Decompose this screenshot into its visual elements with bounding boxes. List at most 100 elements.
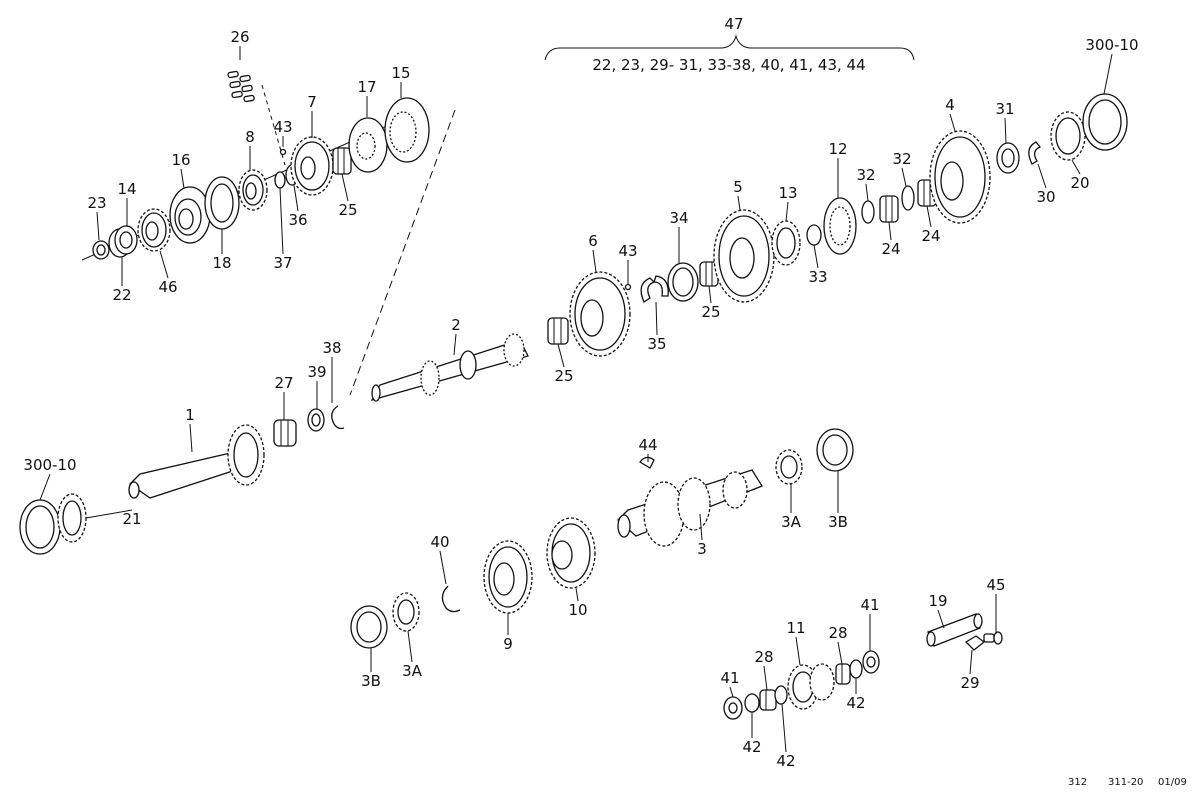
callout-c28b: 28 xyxy=(828,624,847,642)
callout-leader-c3A2 xyxy=(407,630,413,663)
washer-31 xyxy=(996,142,1020,174)
callout-c35: 35 xyxy=(647,335,666,353)
callout-leader-c1 xyxy=(189,423,193,453)
ball-43-main xyxy=(624,283,632,291)
callout-c31: 31 xyxy=(995,100,1014,118)
callout-c38: 38 xyxy=(322,339,341,357)
needle-pins-26 xyxy=(227,70,255,103)
callout-c43b: 43 xyxy=(618,242,637,260)
callout-c22: 22 xyxy=(112,286,131,304)
callout-c3: 3 xyxy=(697,540,707,558)
callout-c27: 27 xyxy=(274,374,293,392)
callout-c10: 10 xyxy=(568,601,587,619)
needle-bearing-28-right xyxy=(835,663,851,685)
callout-c2: 2 xyxy=(451,316,461,334)
callout-leader-c33 xyxy=(813,244,819,269)
callout-leader-c3 xyxy=(699,513,703,541)
plate-29 xyxy=(964,635,986,651)
gear-8 xyxy=(238,169,268,211)
washer-42-left xyxy=(744,693,760,713)
callout-c16: 16 xyxy=(171,151,190,169)
callout-c44: 44 xyxy=(638,436,657,454)
callout-leader-c25c xyxy=(557,343,565,368)
callout-leader-c32a xyxy=(865,183,869,202)
callout-leader-c30010b xyxy=(39,473,51,501)
callout-c32b: 32 xyxy=(892,150,911,168)
assembly-number: 47 xyxy=(724,15,743,33)
input-shaft-assembly xyxy=(19,405,345,555)
gear-11 xyxy=(787,663,835,710)
callout-c25b: 25 xyxy=(701,303,720,321)
bearing-cup-3B-lower xyxy=(350,605,388,649)
bearing-14-22 xyxy=(108,225,138,258)
reference-block: 312 311-20 01/09 xyxy=(1068,777,1187,788)
needle-bearing-25 xyxy=(332,147,352,175)
bearing-20 xyxy=(1050,93,1128,161)
gear-6 xyxy=(569,271,631,357)
callout-c39: 39 xyxy=(307,363,326,381)
callout-leader-c32b xyxy=(901,167,907,187)
callout-leader-c40 xyxy=(439,550,447,585)
callout-c32a: 32 xyxy=(856,166,875,184)
callout-c28a: 28 xyxy=(754,648,773,666)
reverse-idler-assembly xyxy=(723,613,1003,720)
callout-leader-c6 xyxy=(592,249,597,273)
gear-10 xyxy=(546,517,596,589)
callout-c30010a: 300-10 xyxy=(1085,36,1138,54)
callout-c30: 30 xyxy=(1036,188,1055,206)
bearing-cup-300-10 xyxy=(19,499,61,555)
callout-leader-c30 xyxy=(1037,163,1047,189)
callout-c20: 20 xyxy=(1070,174,1089,192)
gear-5 xyxy=(713,209,775,303)
callout-c23: 23 xyxy=(87,194,106,212)
callout-c24a: 24 xyxy=(881,240,900,258)
bearing-3A-lower xyxy=(392,592,420,632)
assembly-contents: 22, 23, 29- 31, 33-38, 40, 41, 43, 44 xyxy=(592,56,865,74)
callout-leader-c21 xyxy=(85,509,133,519)
synchro-15 xyxy=(384,97,430,163)
callout-c7: 7 xyxy=(307,93,317,111)
callout-c9: 9 xyxy=(503,635,513,653)
callout-leader-c16 xyxy=(180,168,185,189)
callout-c21: 21 xyxy=(122,510,141,528)
needle-bearing-24a xyxy=(879,195,899,223)
gear-9 xyxy=(483,540,533,614)
bolt-45 xyxy=(983,631,1003,645)
callout-c6: 6 xyxy=(588,232,598,250)
callout-c3A1: 3A xyxy=(781,513,802,531)
key-44 xyxy=(639,456,655,469)
callout-c8: 8 xyxy=(245,128,255,146)
needle-bearing-27 xyxy=(273,419,297,447)
callout-c42c: 42 xyxy=(846,694,865,712)
bearing-cone-21 xyxy=(57,493,87,543)
callout-c36: 36 xyxy=(288,211,307,229)
washer-42-right xyxy=(849,659,863,679)
callout-c34: 34 xyxy=(669,209,688,227)
callout-c37: 37 xyxy=(273,254,292,272)
callout-c17: 17 xyxy=(357,78,376,96)
reference-page: 312 xyxy=(1068,777,1087,788)
callout-leader-c19 xyxy=(937,609,945,629)
callout-leader-c30010a xyxy=(1103,53,1113,95)
callout-c5: 5 xyxy=(733,178,743,196)
callout-leader-c29 xyxy=(969,649,973,675)
gear-13 xyxy=(771,220,801,266)
callout-leader-c2 xyxy=(453,333,457,356)
callout-leader-c41a xyxy=(729,686,734,698)
needle-bearing-25-mid xyxy=(699,261,719,287)
callout-leader-c42b xyxy=(781,703,787,753)
callout-leader-c11 xyxy=(795,636,801,666)
callout-c41b: 41 xyxy=(860,596,879,614)
callout-c25c: 25 xyxy=(554,367,573,385)
washer-42-mid xyxy=(774,685,788,705)
needle-bearing-28-left xyxy=(759,689,777,711)
callout-leader-c23 xyxy=(96,211,100,241)
callout-c43a: 43 xyxy=(273,118,292,136)
half-ring-30 xyxy=(1028,141,1042,165)
bearing-3A-upper xyxy=(775,449,803,485)
callout-leader-c31 xyxy=(1004,117,1007,144)
callout-c3B1: 3B xyxy=(828,513,848,531)
callout-leader-c28b xyxy=(837,641,843,665)
